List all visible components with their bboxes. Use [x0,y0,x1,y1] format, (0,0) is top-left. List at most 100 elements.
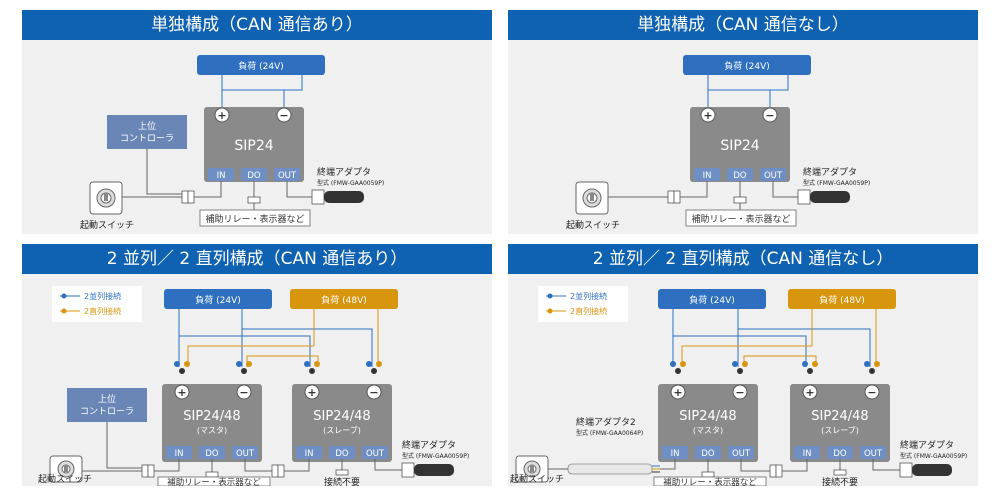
svg-text:上位: 上位 [98,393,116,405]
terminal-adapter-icon [311,189,364,205]
device-name: SIP24/48 [679,409,736,424]
diagram-standalone-no-can: 負荷 (24V) + − SIP24 IN DO OUT 補助リレー・表示器など [566,55,870,231]
load-box-48v: 負荷 (48V) [788,289,896,309]
panel-title: 2 並列／ 2 直列構成（CAN 通信あり） [22,244,492,274]
relay-label: 補助リレー・表示器など [685,209,797,227]
port-in: IN [217,171,226,181]
device-role: (マスタ) [197,426,227,435]
svg-text:コントローラ: コントローラ [80,406,134,417]
svg-text:+: + [217,109,226,122]
port-do: DO [247,171,261,181]
plus-terminal-icon [214,107,230,123]
not-needed-label: 接続不要 [822,476,858,486]
switch-label: 起動スイッチ [510,475,565,485]
device-sip24: + − SIP24 IN DO OUT [204,107,304,182]
svg-text:2直列接続: 2直列接続 [84,306,121,316]
plus-terminal-icon [700,107,716,123]
svg-text:負荷 (24V): 負荷 (24V) [689,294,735,306]
svg-text:上位: 上位 [138,120,156,132]
terminal-model2-label: 型式 (FMW-GAA0064P) [576,429,643,437]
panel-parallel-series-no-can: 2 並列／ 2 直列構成（CAN 通信なし） 2並列接続 2直列接続 負荷 (2… [508,244,978,486]
device-role: (マスタ) [693,426,723,435]
svg-text:+: + [307,386,316,399]
load-box-24v: 負荷 (24V) [683,55,811,75]
svg-text:2並列接続: 2並列接続 [570,291,607,301]
svg-text:−: − [735,386,744,399]
port-in: IN [671,449,680,459]
port-do: DO [833,449,847,459]
svg-text:+: + [703,109,712,122]
legend: 2並列接続 2直列接続 [538,286,628,322]
svg-text:補助リレー・表示器など: 補助リレー・表示器など [663,477,757,486]
terminal-adapter-icon [797,189,850,205]
port-do: DO [701,449,715,459]
svg-text:負荷 (24V): 負荷 (24V) [238,60,284,72]
terminal-adapter-icon [899,462,952,478]
port-in: IN [703,171,712,181]
switch-label: 起動スイッチ [80,220,134,231]
plus-terminal-icon [670,384,686,400]
port-in: IN [175,449,184,459]
svg-text:+: + [177,386,186,399]
svg-text:負荷 (48V): 負荷 (48V) [819,294,865,306]
device-master: + − SIP24/48 (マスタ) IN DO OUT [162,384,262,462]
relay-label: 補助リレー・表示器など [199,209,311,227]
device-name: SIP24 [234,138,273,154]
terminal-adapter-icon [401,462,454,478]
svg-text:補助リレー・表示器など: 補助リレー・表示器など [691,213,790,225]
port-out: OUT [732,449,751,459]
panel-standalone-can: 単独構成（CAN 通信あり） 負荷 (24V) + − SIP24 IN DO … [22,10,492,234]
controller-box: 上位 コントローラ [67,388,147,422]
diagram-parallel-series-can: 2並列接続 2直列接続 負荷 (24V) 負荷 (48V) [49,286,469,486]
device-role: (スレーブ) [323,425,361,435]
port-in: IN [305,449,314,459]
terminal-model-label: 型式 (FMW-GAA0059P) [900,452,967,460]
panel-standalone-no-can: 単独構成（CAN 通信なし） 負荷 (24V) + − SIP24 IN DO … [508,10,978,234]
port-out: OUT [278,171,297,181]
port-out: OUT [764,171,783,181]
device-name: SIP24 [720,138,759,154]
minus-terminal-icon [276,107,292,123]
svg-text:2並列接続: 2並列接続 [84,291,121,301]
terminal-model-label: 型式 (FMW-GAA0059P) [402,452,469,460]
svg-text:+: + [805,386,814,399]
terminal-adapter-label: 終端アダプタ [317,166,371,178]
svg-text:2直列接続: 2直列接続 [570,306,607,316]
load-box-48v: 負荷 (48V) [290,289,398,309]
panel-title: 単独構成（CAN 通信あり） [22,10,492,40]
port-do: DO [335,449,349,459]
terminal-adapter2-icon [567,463,660,475]
plus-terminal-icon [802,384,818,400]
legend: 2並列接続 2直列接続 [52,286,142,322]
svg-text:−: − [867,386,876,399]
device-name: SIP24/48 [183,409,240,424]
diagram-standalone-can: 負荷 (24V) + − SIP24 IN DO OUT 上位 コントローラ [80,55,384,231]
device-name: SIP24/48 [313,409,370,424]
panel-title: 2 並列／ 2 直列構成（CAN 通信なし） [508,244,978,274]
start-switch-icon [49,455,83,483]
minus-terminal-icon [732,384,748,400]
port-out: OUT [236,449,255,459]
start-switch-icon [515,455,549,483]
switch-label: 起動スイッチ [566,220,620,231]
svg-text:−: − [239,386,248,399]
load-box-24v: 負荷 (24V) [164,289,272,309]
device-slave: + − SIP24/48 (スレーブ) IN DO OUT [292,384,392,462]
minus-terminal-icon [236,384,252,400]
panel-parallel-series-can: 2 並列／ 2 直列構成（CAN 通信あり） 2並列接続 2直列接続 負荷 (2… [22,244,492,486]
terminal-adapter-label: 終端アダプタ [900,439,954,451]
controller-box: 上位 コントローラ [107,115,187,149]
load-box-24v: 負荷 (24V) [658,289,766,309]
minus-terminal-icon [864,384,880,400]
switch-label: 起動スイッチ [38,475,93,485]
not-needed-label: 接続不要 [324,476,360,486]
svg-text:負荷 (24V): 負荷 (24V) [724,60,770,72]
svg-text:−: − [279,109,288,122]
svg-text:+: + [673,386,682,399]
terminal-adapter2-label: 終端アダプタ2 [576,416,636,428]
port-in: IN [803,449,812,459]
terminal-adapter-label: 終端アダプタ [803,166,857,178]
device-name: SIP24/48 [811,409,868,424]
diagram-parallel-series-no-can: 2並列接続 2直列接続 負荷 (24V) 負荷 (48V) + − [515,286,967,486]
port-do: DO [205,449,219,459]
